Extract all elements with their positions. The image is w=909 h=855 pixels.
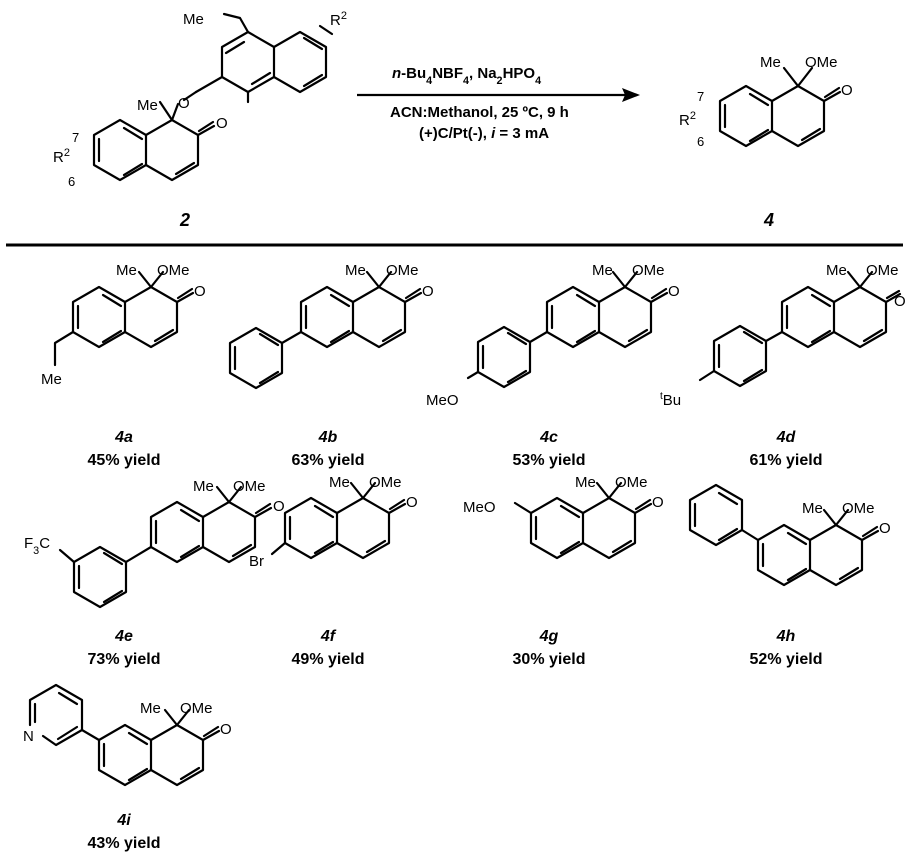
4b-o: O	[422, 283, 434, 300]
structure-4d	[698, 270, 902, 388]
atom-r2-top: R2	[330, 10, 347, 29]
4e-ome: OMe	[233, 478, 266, 495]
reactant-label: 2	[179, 210, 190, 230]
4f-o: O	[406, 494, 418, 511]
atom-me-quat: Me	[137, 97, 158, 114]
4c-o: O	[668, 283, 680, 300]
structure-4c	[466, 270, 669, 389]
position-7-label: 7	[72, 130, 79, 145]
label-4e: 4e	[114, 628, 133, 645]
reactant-2-structure	[92, 12, 334, 182]
4c-me: Me	[592, 262, 613, 279]
4h-me: Me	[802, 500, 823, 517]
4f-me: Me	[329, 474, 350, 491]
yield-4f: 49% yield	[292, 651, 365, 668]
product-label: 4	[763, 210, 774, 230]
4i-o: O	[220, 721, 232, 738]
structure-4h	[688, 483, 880, 587]
4g-meo: MeO	[463, 499, 496, 516]
position-6-label: 6	[68, 174, 75, 189]
4e-me: Me	[193, 478, 214, 495]
4e-f3c: F3C	[24, 535, 50, 557]
label-4c: 4c	[539, 429, 558, 446]
4d-o: O	[894, 293, 906, 310]
p4-atom-ome: OMe	[805, 54, 838, 71]
4h-o: O	[879, 520, 891, 537]
label-4g: 4g	[539, 628, 559, 645]
yield-4g: 30% yield	[513, 651, 586, 668]
structure-4i	[28, 683, 221, 787]
4a-me-ethyl: Me	[41, 371, 62, 388]
yield-4c: 53% yield	[513, 452, 586, 469]
4d-tbu: tBu	[660, 391, 681, 409]
4e-o: O	[273, 498, 285, 515]
product-4-structure	[718, 66, 842, 148]
conditions-line-2: ACN:Methanol, 25 ºC, 9 h	[390, 104, 569, 121]
structure-4b	[228, 270, 423, 390]
4a-me: Me	[116, 262, 137, 279]
structure-4a	[53, 270, 195, 367]
label-4h: 4h	[776, 628, 796, 645]
4c-meo: MeO	[426, 392, 459, 409]
yield-4h: 52% yield	[750, 651, 823, 668]
atom-r2-left: R2	[53, 147, 70, 166]
structure-4e	[58, 485, 273, 609]
yield-4i: 43% yield	[88, 835, 161, 852]
label-4b: 4b	[318, 429, 338, 446]
label-4f: 4f	[320, 628, 337, 645]
yield-4d: 61% yield	[750, 452, 823, 469]
yield-4b: 63% yield	[292, 452, 365, 469]
4b-ome: OMe	[386, 262, 419, 279]
atom-me-top: Me	[183, 11, 204, 28]
4a-o: O	[194, 283, 206, 300]
p4-position-6: 6	[697, 134, 704, 149]
4d-me: Me	[826, 262, 847, 279]
4i-me: Me	[140, 700, 161, 717]
structure-4g	[513, 481, 653, 560]
4h-ome: OMe	[842, 500, 875, 517]
label-4d: 4d	[776, 429, 797, 446]
arrow-head	[622, 88, 640, 102]
label-4i: 4i	[116, 812, 131, 829]
conditions-line-1: n-Bu4NBF4, Na2HPO4	[392, 65, 541, 87]
atom-o-ether: O	[178, 95, 190, 112]
structure-4f	[270, 481, 407, 560]
yield-4e: 73% yield	[88, 651, 161, 668]
4g-o: O	[652, 494, 664, 511]
p4-atom-o: O	[841, 82, 853, 99]
4g-ome: OMe	[615, 474, 648, 491]
4i-ome: OMe	[180, 700, 213, 717]
p4-atom-me: Me	[760, 54, 781, 71]
4f-ome: OMe	[369, 474, 402, 491]
yield-4a: 45% yield	[88, 452, 161, 469]
label-4a: 4a	[114, 429, 133, 446]
p4-atom-r2: R2	[679, 110, 696, 129]
p4-position-7: 7	[697, 89, 704, 104]
4c-ome: OMe	[632, 262, 665, 279]
4g-me: Me	[575, 474, 596, 491]
atom-o-ketone: O	[216, 115, 228, 132]
4d-ome: OMe	[866, 262, 899, 279]
4b-me: Me	[345, 262, 366, 279]
4a-ome: OMe	[157, 262, 190, 279]
4f-br: Br	[249, 553, 264, 570]
4i-n: N	[23, 728, 34, 745]
conditions-line-3: (+)C/Pt(-), i = 3 mA	[419, 125, 549, 142]
